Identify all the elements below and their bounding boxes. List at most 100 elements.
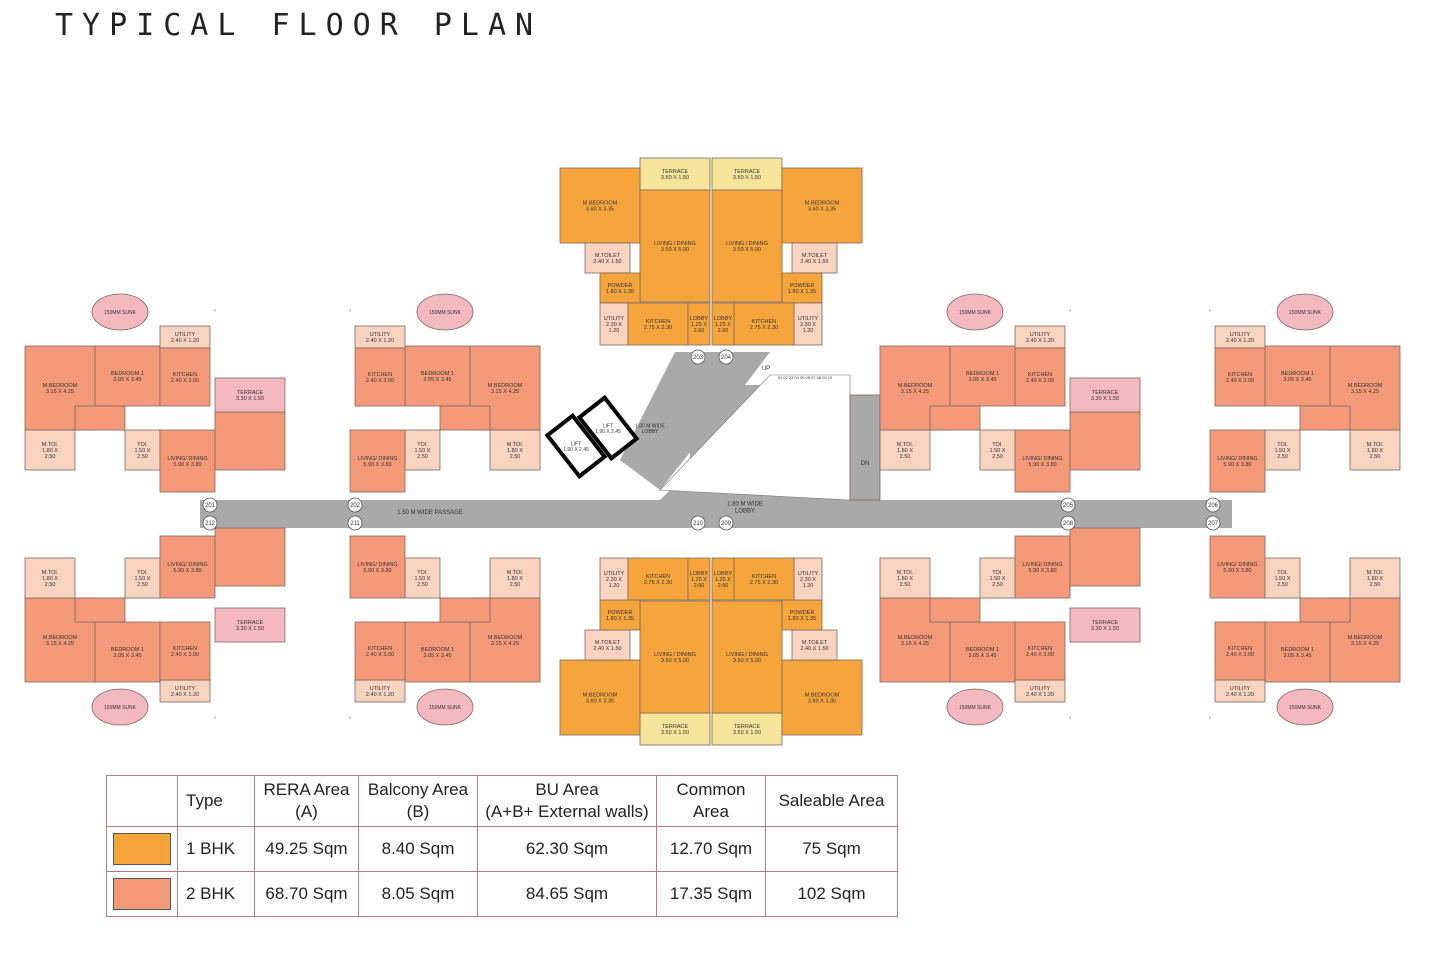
m-bedroom [559, 167, 641, 244]
shared-living [1069, 411, 1141, 471]
m-toilet [879, 557, 931, 599]
terrace [639, 157, 711, 191]
rera-cell: 68.70 Sqm [254, 871, 359, 917]
terrace [711, 157, 783, 191]
table-row: 1 BHK 49.25 Sqm 8.40 Sqm 62.30 Sqm 12.70… [106, 826, 898, 872]
sunk-balcony [1276, 293, 1334, 331]
flat-number: 201 [205, 503, 216, 509]
unit-lobby [711, 557, 735, 601]
passage [439, 597, 491, 623]
flat-number-badge [718, 515, 734, 531]
unit-lobby [711, 302, 735, 346]
balcony-cell: 8.40 Sqm [358, 826, 478, 872]
flat-number-badge [347, 497, 363, 513]
saleable-cell: 75 Sqm [765, 826, 898, 872]
flat-number-badge [690, 515, 706, 531]
living-dining [711, 600, 783, 714]
legend-swatch-1bhk [106, 826, 178, 872]
flat-number-badge [202, 515, 218, 531]
flat-number-badge [718, 349, 734, 365]
m-toilet [1349, 429, 1401, 471]
living-dining [711, 189, 783, 303]
table-header-rera: RERA Area(A) [254, 775, 359, 827]
m-toilet [489, 557, 541, 599]
flat-number: 206 [1208, 503, 1219, 509]
terrace [214, 607, 286, 643]
toilet [404, 429, 441, 471]
corridor-label: 1.50 M WIDE PASSAGE [397, 510, 463, 516]
flat-number: 208 [1063, 521, 1074, 527]
flat-number-badge [1205, 497, 1221, 513]
type-cell: 1 BHK [177, 826, 255, 872]
flat-number: 202 [350, 503, 361, 509]
bedroom-1 [404, 621, 471, 683]
bedroom-1 [404, 345, 471, 407]
sunk-label: 150MM SUNK [429, 310, 462, 316]
terrace [1069, 377, 1141, 413]
terrace [1069, 607, 1141, 643]
living-dining [349, 429, 406, 493]
toilet [124, 557, 161, 599]
passage [439, 405, 491, 431]
stair-steps-label: 01 02 03 04 05 06 07 08 09 10 [778, 375, 833, 380]
table-header-saleable: Saleable Area [765, 775, 898, 827]
unit-lobby [687, 557, 711, 601]
sunk-label: 150MM SUNK [104, 310, 137, 316]
utility [599, 557, 629, 601]
powder [599, 599, 641, 631]
table-row: 2 BHK 68.70 Sqm 8.05 Sqm 84.65 Sqm 17.35… [106, 871, 898, 917]
terrace [639, 712, 711, 746]
m-toilet [791, 242, 838, 274]
toilet [979, 429, 1016, 471]
m-toilet [791, 629, 838, 661]
m-bedroom [559, 659, 641, 736]
kitchen [354, 621, 406, 681]
bedroom-1 [94, 345, 161, 407]
kitchen [1214, 621, 1266, 681]
sunk-label: 150MM SUNK [429, 705, 462, 711]
sunk-balcony [1276, 688, 1334, 726]
flat-number: 204 [721, 355, 732, 361]
kitchen [627, 557, 689, 601]
m-toilet [879, 429, 931, 471]
kitchen [159, 347, 211, 407]
m-bedroom [24, 345, 96, 431]
